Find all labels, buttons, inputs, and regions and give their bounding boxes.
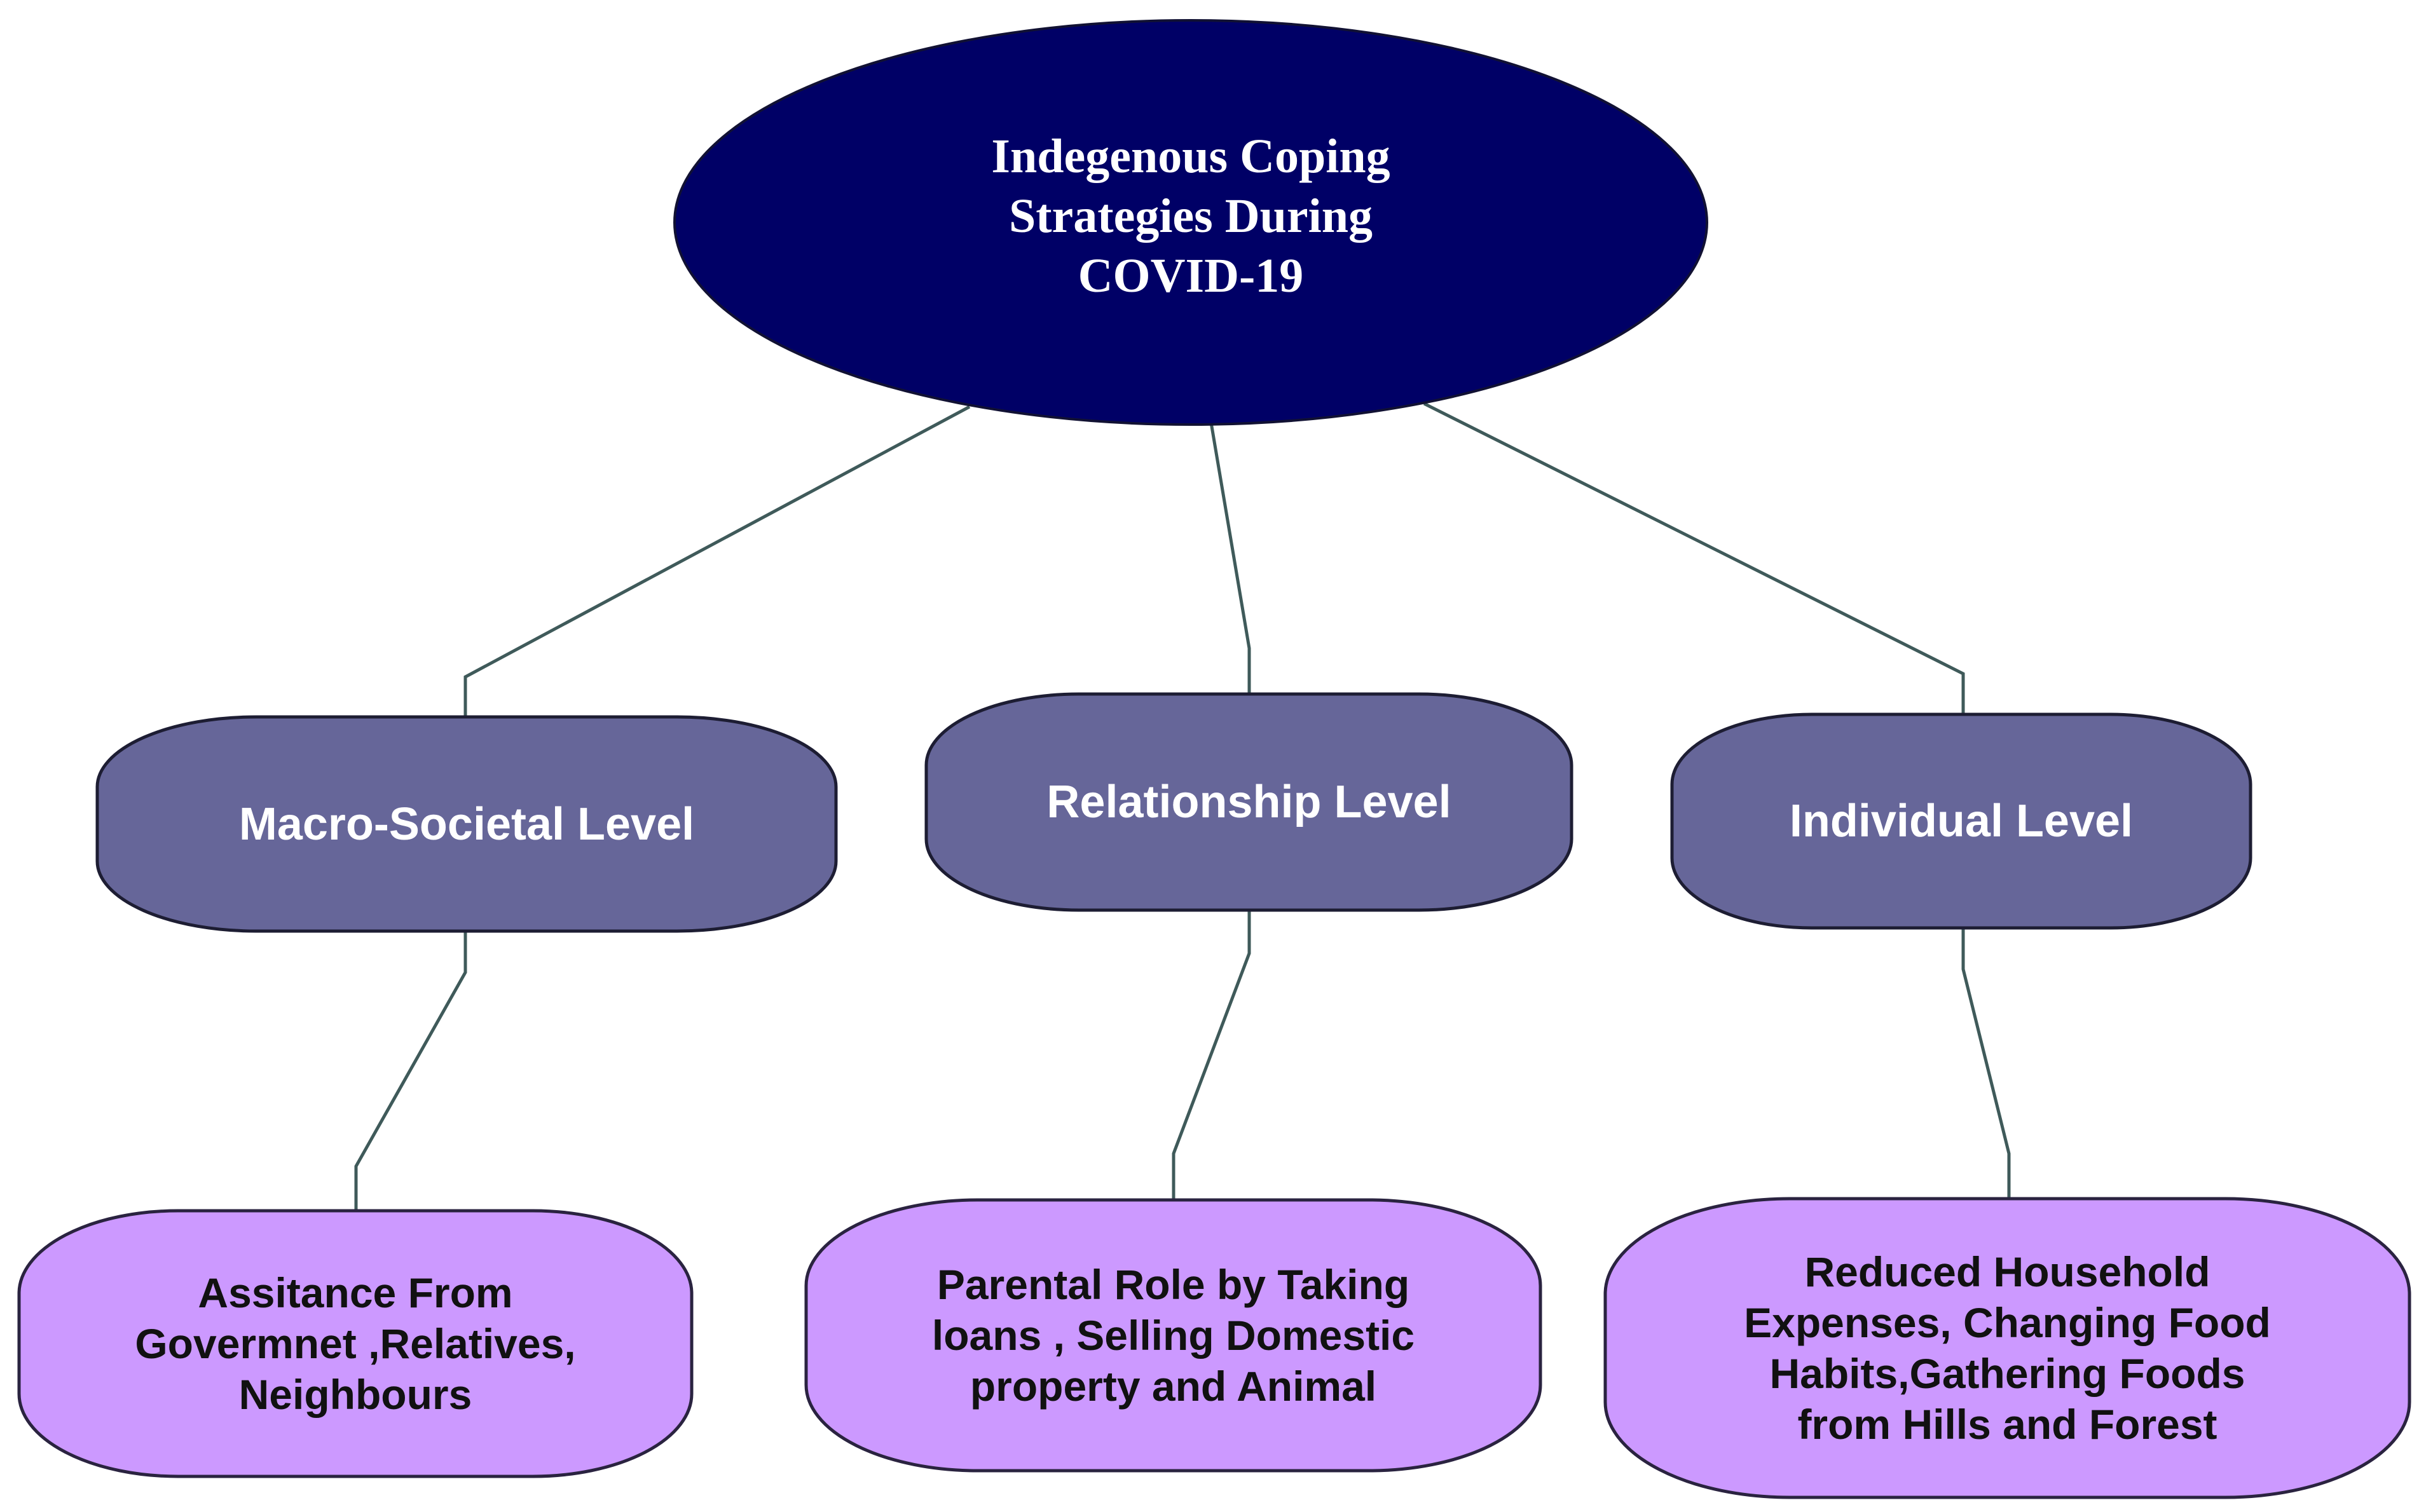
level-node-individual — [1670, 712, 2252, 930]
leaf-individual-line-1: Reduced Household — [1804, 1248, 2210, 1295]
leaf-macro-line-1: Assitance From — [198, 1269, 513, 1316]
root-ellipse — [673, 19, 1708, 426]
level-node-macro-societal — [95, 715, 838, 933]
connector-root-individual — [1423, 402, 1965, 714]
leaf-label-macro-societal: Assitance From Govermnet ,Relatives, Nei… — [19, 1211, 692, 1476]
root-title: Indegenous Coping Strategies During COVI… — [737, 102, 1644, 330]
level-label-macro-societal: Macro-Societal Level — [97, 717, 836, 931]
leaf-individual-line-2: Expenses, Changing Food — [1744, 1299, 2271, 1346]
connector-macro-leaf — [354, 931, 467, 1211]
leaf-label-relationship: Parental Role by Taking loans , Selling … — [806, 1200, 1540, 1471]
root-title-line-1: Indegenous Coping — [991, 130, 1390, 183]
root-title-line-2: Strategies During — [1008, 189, 1373, 243]
leaf-relationship-line-2: loans , Selling Domestic — [931, 1312, 1415, 1359]
level-text-macro-societal: Macro-Societal Level — [238, 798, 695, 850]
leaf-macro-line-3: Neighbours — [238, 1371, 472, 1418]
leaf-individual-line-3: Habits,Gathering Foods — [1769, 1350, 2245, 1397]
level-label-relationship: Relationship Level — [926, 694, 1572, 910]
leaf-relationship-line-1: Parental Role by Taking — [936, 1261, 1410, 1308]
leaf-macro-line-2: Govermnet ,Relatives, — [135, 1320, 576, 1367]
leaf-label-individual: Reduced Household Expenses, Changing Foo… — [1605, 1199, 2409, 1497]
level-text-individual: Individual Level — [1789, 796, 2134, 847]
leaf-node-individual — [1603, 1197, 2411, 1499]
connector-individual-leaf — [1961, 928, 2011, 1199]
leaf-node-macro-societal — [17, 1209, 694, 1478]
connector-root-macro — [463, 405, 971, 717]
leaf-relationship-line-3: property and Animal — [970, 1363, 1377, 1410]
connector-relationship-leaf — [1172, 910, 1251, 1200]
connector-root-relationship — [1209, 422, 1251, 694]
root-title-line-3: COVID-19 — [1078, 249, 1304, 303]
level-text-relationship: Relationship Level — [1046, 777, 1451, 828]
leaf-node-relationship — [804, 1198, 1542, 1473]
level-label-individual: Individual Level — [1672, 714, 2251, 928]
level-node-relationship — [924, 692, 1573, 912]
leaf-individual-line-4: from Hills and Forest — [1797, 1401, 2217, 1448]
